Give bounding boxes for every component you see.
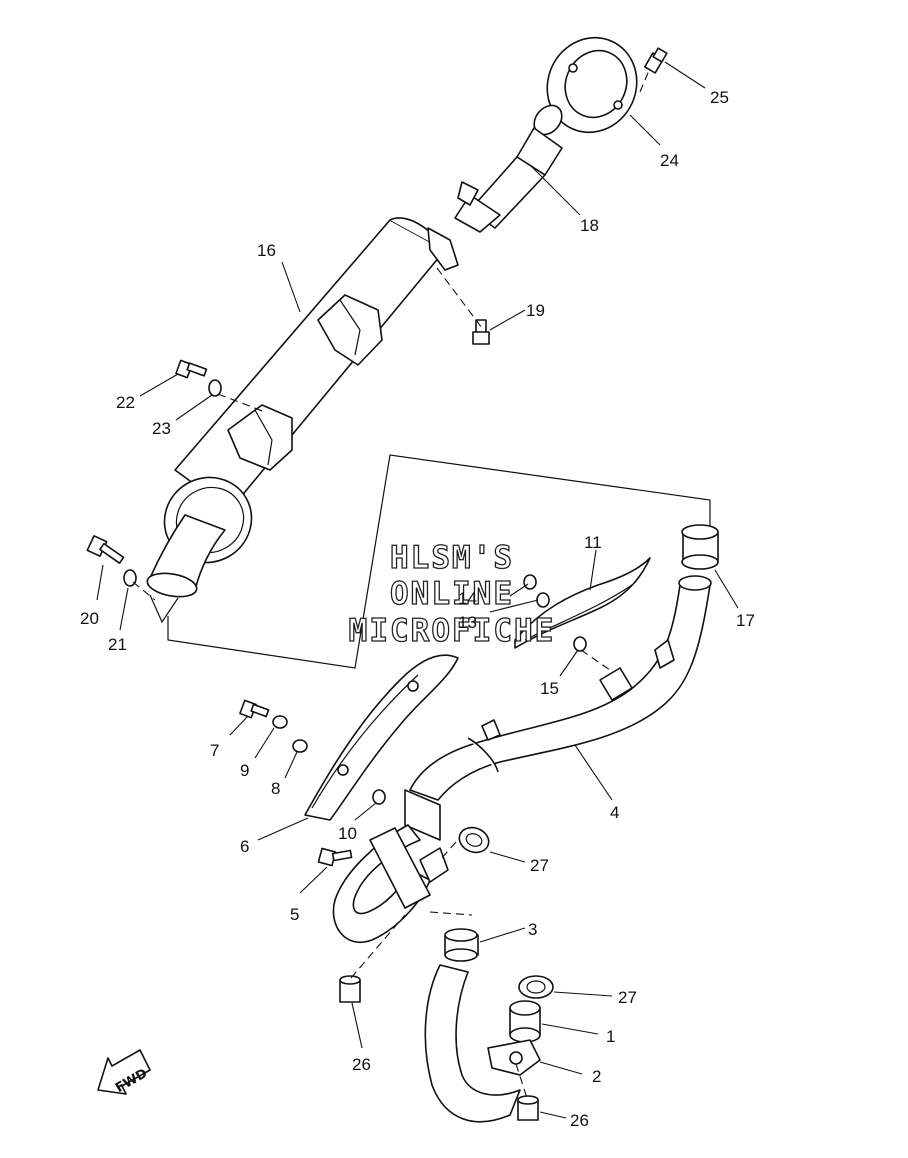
- part-16-muffler: [146, 217, 459, 624]
- part-18-baffle-tube: [454, 104, 563, 233]
- callout-7: 7: [210, 741, 219, 760]
- watermark-line-2: ONLINE: [390, 576, 514, 612]
- part-25-bolt: [644, 47, 668, 74]
- part-4-exhaust-pipe: [332, 575, 712, 943]
- callout-23: 23: [152, 419, 171, 438]
- part-1-collar: [509, 1000, 541, 1043]
- callout-10: 10: [338, 824, 357, 843]
- callout-27-upper: 27: [530, 856, 549, 875]
- callout-26-lower: 26: [570, 1111, 589, 1130]
- callout-8: 8: [271, 779, 280, 798]
- callout-15: 15: [540, 679, 559, 698]
- part-8-collar: [292, 739, 308, 753]
- header-flange-bracket: [369, 827, 449, 909]
- assembly-frame: [167, 454, 711, 669]
- callout-1: 1: [606, 1027, 615, 1046]
- callout-9: 9: [240, 761, 249, 780]
- part-24-end-cap: [546, 36, 638, 134]
- part-26-nut-upper: [339, 975, 361, 1003]
- part-5-bolt: [317, 847, 353, 867]
- callout-27-lower: 27: [618, 988, 637, 1007]
- callout-2: 2: [592, 1067, 601, 1086]
- callout-22: 22: [116, 393, 135, 412]
- part-26-nut-lower: [517, 1095, 539, 1121]
- leader-lines: [96, 61, 739, 1119]
- callout-11: 11: [584, 533, 602, 552]
- part-27-gasket-lower: [518, 975, 554, 999]
- callout-5: 5: [290, 905, 299, 924]
- part-3-gasket: [444, 928, 479, 962]
- watermark: HLSM'S ONLINE MICROFICHE: [348, 539, 556, 649]
- part-14-collar: [523, 574, 537, 590]
- callout-17: 17: [736, 611, 755, 630]
- callout-16: 16: [257, 241, 276, 260]
- fwd-arrow: FWD: [97, 1049, 151, 1096]
- part-15-collar: [573, 636, 587, 652]
- part-27-gasket-upper: [458, 826, 490, 854]
- callout-20: 20: [80, 609, 99, 628]
- callout-25: 25: [710, 88, 729, 107]
- part-13-collar: [536, 592, 550, 608]
- part-6-header-protector: [304, 654, 459, 821]
- part-9-washer: [272, 715, 288, 729]
- part-7-bolt: [239, 699, 270, 719]
- lower-header-pipe: [424, 964, 521, 1123]
- callout-24: 24: [660, 151, 679, 170]
- part-23-washer: [208, 379, 222, 397]
- callout-13: 13: [458, 613, 477, 632]
- callout-6: 6: [240, 837, 249, 856]
- watermark-line-3: MICROFICHE: [349, 613, 556, 649]
- callout-21: 21: [108, 635, 127, 654]
- callout-4: 4: [610, 803, 619, 822]
- alignment-lines: [132, 67, 651, 1099]
- callout-19: 19: [526, 301, 545, 320]
- watermark-line-1: HLSM'S: [390, 540, 514, 576]
- part-19-bolt: [472, 319, 490, 345]
- part-17-gasket: [681, 524, 719, 570]
- callout-26-upper: 26: [352, 1055, 371, 1074]
- callout-3: 3: [528, 920, 537, 939]
- part-20-bolt: [86, 534, 125, 564]
- part-2-flange: [487, 1039, 541, 1076]
- callout-labels: 1 2 3 4 5 6 7 8 9 10 11 13 14 15 16 17 1…: [80, 88, 755, 1130]
- part-11-protector: [514, 557, 651, 649]
- callout-14: 14: [458, 589, 477, 608]
- part-22-bolt: [175, 359, 208, 379]
- callout-18: 18: [580, 216, 599, 235]
- part-10-washer: [372, 789, 386, 805]
